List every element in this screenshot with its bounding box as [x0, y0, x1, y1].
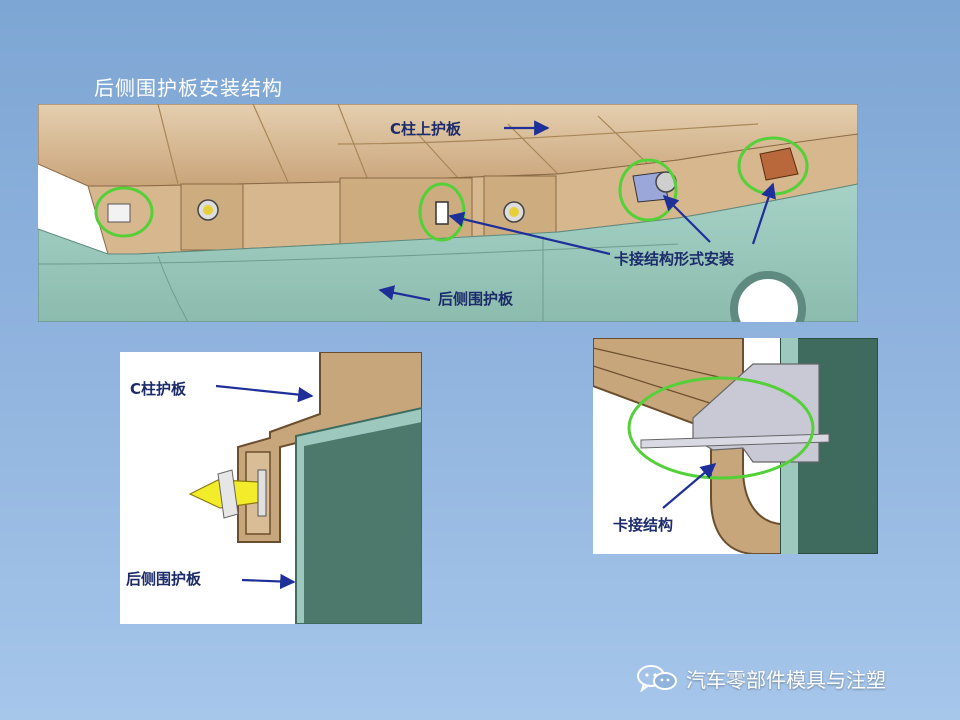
highlight-circles	[94, 136, 809, 242]
section-view-left: C柱护板 后侧围护板	[120, 352, 422, 624]
rear-side-panel-shape	[38, 183, 858, 322]
watermark: 汽车零部件模具与注塑	[636, 664, 886, 692]
label-clip-install: 卡接结构形式安装	[614, 250, 735, 268]
overview-illustration: C柱上护板 卡接结构形式安装 后侧围护板	[38, 104, 858, 322]
wheel-opening	[730, 271, 806, 322]
section-view-right: 卡接结构	[593, 338, 878, 554]
c-pillar-trim-section	[237, 352, 422, 543]
clip-fasteners	[107, 147, 799, 225]
section-illustration-right: 卡接结构	[593, 338, 878, 554]
slide-title: 后侧围护板安装结构	[94, 76, 283, 100]
wechat-icon	[637, 665, 677, 692]
watermark-text: 汽车零部件模具与注塑	[686, 667, 886, 692]
section-illustration-left: C柱护板 后侧围护板	[126, 352, 422, 624]
label-rear-side-panel-left: 后侧围护板	[126, 570, 202, 588]
overview-panel: C柱上护板 卡接结构形式安装 后侧围护板	[38, 104, 858, 322]
label-c-pillar-trim: C柱护板	[130, 380, 187, 398]
clip-highlight-circle	[627, 376, 815, 480]
clip-structure-arrow	[662, 463, 717, 509]
section-left-arrows	[215, 384, 314, 590]
label-clip-structure: 卡接结构	[613, 516, 673, 534]
trim-ribs	[157, 104, 759, 185]
label-rear-side-panel-top: 后侧围护板	[438, 290, 514, 308]
yellow-push-clip	[188, 469, 267, 519]
label-c-pillar-upper: C柱上护板	[390, 120, 462, 138]
callout-arrows	[378, 120, 776, 302]
